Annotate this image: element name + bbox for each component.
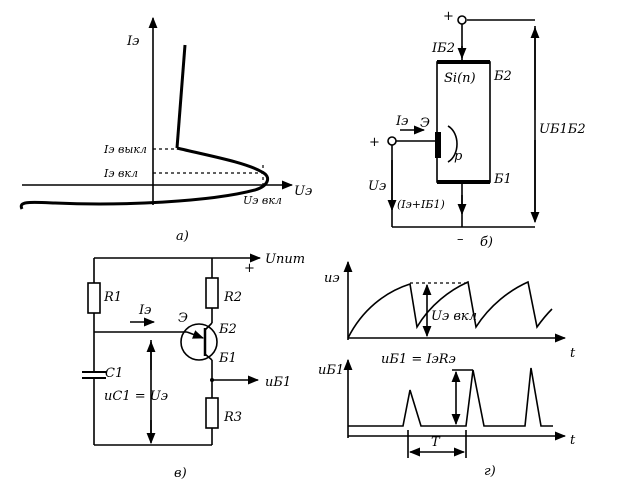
c-r2-label: R2 (223, 290, 242, 305)
b-ie-label: Iэ (395, 114, 408, 129)
b-p-boundary (447, 125, 458, 163)
d-period-label: T (431, 435, 441, 450)
panel-c: Uпит + R1 R2 R3 C1 Iэ Э Б2 Б1 uC1 = Uэ u… (82, 252, 305, 481)
c-ujt-emitter (186, 330, 205, 339)
c-r3-label: R3 (223, 410, 242, 425)
b-plus-top: + (443, 9, 454, 24)
a-off-label: Iэ выкл (103, 143, 147, 156)
b-p-label: p (454, 149, 463, 164)
b-plus-left: + (369, 135, 380, 150)
b-minus-bottom: – (457, 232, 464, 247)
c-ie-label: Iэ (138, 303, 151, 318)
b-sum-label: (Iэ+IБ1) (397, 198, 445, 211)
c-output-node (210, 378, 214, 382)
a-iv-curve (19, 146, 270, 210)
c-c1-label: C1 (105, 366, 123, 381)
b-emitter-label: Э (420, 116, 430, 131)
d-bottom-axis-label: uБ1 (318, 363, 344, 378)
panel-b: + + – IБ2 Б2 Si(n) Э p Iэ Uэ (Iэ+IБ1) Б1… (368, 9, 586, 250)
a-peak-label: Uэ вкл (243, 194, 282, 207)
d-caption: г) (484, 464, 496, 479)
c-base2-label: Б2 (218, 322, 237, 337)
b-base1-label: Б1 (493, 172, 512, 187)
c-output-label: uБ1 (265, 375, 291, 390)
b-caption: б) (480, 235, 493, 250)
b-ue-label: Uэ (368, 179, 386, 194)
panel-d: uэ t Uэ вкл uБ1 t uБ1 = IэRэ T г) (318, 260, 576, 479)
b-ub1b2-label: UБ1Б2 (539, 122, 586, 137)
c-base1-label: Б1 (218, 351, 237, 366)
a-upper-branch (175, 44, 187, 149)
d-top-time-label: t (570, 346, 576, 361)
c-ujt-b1 (204, 353, 213, 361)
b-ib2-label: IБ2 (431, 41, 455, 56)
c-r1-label: R1 (103, 290, 122, 305)
d-uon-label: Uэ вкл (431, 309, 477, 324)
panel-a: Iэ Uэ Iэ выкл Iэ вкл Uэ вкл а) (19, 16, 312, 244)
c-plus-label: + (244, 261, 255, 276)
c-supply-label: Uпит (265, 252, 305, 267)
b-base2-label: Б2 (493, 69, 512, 84)
c-r2 (205, 277, 219, 309)
c-ujt-b2 (204, 322, 213, 331)
c-r1 (87, 282, 101, 314)
c-caption: в) (174, 466, 187, 481)
d-top-axis-label: uэ (324, 271, 340, 286)
d-bottom-time-label: t (570, 433, 576, 448)
a-y-label: Iэ (126, 34, 139, 49)
c-uc1-label: uC1 = Uэ (104, 389, 168, 404)
b-emitter-terminal (387, 136, 397, 146)
d-sawtooth (347, 280, 553, 339)
b-material-label: Si(n) (444, 71, 476, 86)
c-ujt-body (180, 323, 218, 361)
c-emitter-label: Э (178, 311, 188, 326)
c-r3 (205, 397, 219, 429)
d-pulse-formula: uБ1 = IэRэ (381, 352, 456, 367)
b-top-terminal (457, 15, 467, 25)
a-caption: а) (176, 229, 189, 244)
a-on-label: Iэ вкл (103, 167, 138, 180)
d-pulses (348, 367, 553, 427)
a-x-label: Uэ (294, 184, 312, 199)
